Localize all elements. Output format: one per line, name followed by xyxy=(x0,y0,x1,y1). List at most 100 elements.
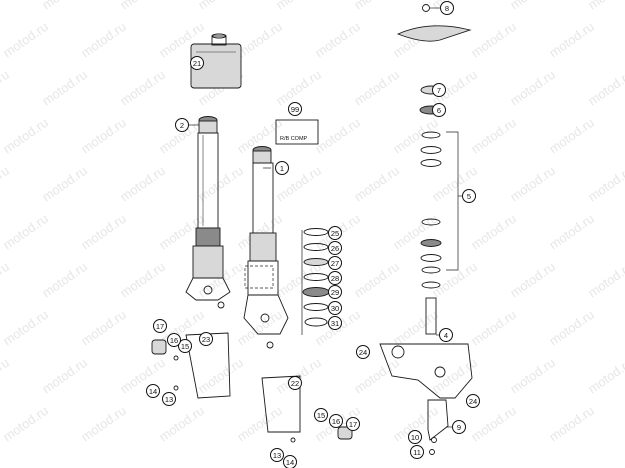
callout-number: 22 xyxy=(291,379,299,388)
watermark-text: motod.ru xyxy=(39,163,90,205)
watermark-text: motod.ru xyxy=(156,403,207,445)
callout-number: 24 xyxy=(359,348,367,357)
callout-99: 99 xyxy=(288,102,302,116)
callout-circle xyxy=(466,394,480,408)
watermark-text: motod.ru xyxy=(468,19,519,61)
watermark-text: motod.ru xyxy=(273,67,324,109)
callout-circle xyxy=(199,332,213,346)
watermark-text: motod.ru xyxy=(0,307,51,349)
callout-21: 21 xyxy=(190,56,204,70)
callout-4: 4 xyxy=(439,328,453,342)
watermark-text: motod.ru xyxy=(390,115,441,157)
watermark-text: motod.ru xyxy=(585,259,625,301)
callout-circle xyxy=(356,345,370,359)
callout-9: 9 xyxy=(452,420,466,434)
callout-circle xyxy=(328,285,342,299)
callout-circle xyxy=(408,430,422,444)
callout-circle xyxy=(190,56,204,70)
callout-circle xyxy=(283,455,297,468)
callout-number: 5 xyxy=(467,192,471,201)
callout-circle xyxy=(167,333,181,347)
callout-number: 30 xyxy=(331,304,339,313)
callout-circle xyxy=(288,102,302,116)
watermark-text: motod.ru xyxy=(429,259,480,301)
callout-24: 24 xyxy=(356,345,370,359)
callout-number: 14 xyxy=(286,458,294,467)
callout-15: 15 xyxy=(314,408,328,422)
watermark-text: motod.ru xyxy=(39,259,90,301)
watermark-text: motod.ru xyxy=(0,211,51,253)
callout-circle xyxy=(328,316,342,330)
watermark-text: motod.ru xyxy=(78,115,129,157)
callout-6: 6 xyxy=(432,103,446,117)
watermark-text: motod.ru xyxy=(195,355,246,397)
watermark-text: motod.ru xyxy=(312,19,363,61)
callout-circle xyxy=(410,445,424,459)
watermark-text: motod.ru xyxy=(351,67,402,109)
callout-circle xyxy=(329,414,343,428)
callout-circle xyxy=(153,319,167,333)
callout-27: 27 xyxy=(328,256,342,270)
callout-13: 13 xyxy=(162,392,176,406)
callout-1: 1 xyxy=(275,161,289,175)
callout-number: 99 xyxy=(291,105,299,114)
callout-circle xyxy=(328,271,342,285)
reservoir-part xyxy=(190,33,242,89)
watermark-text: motod.ru xyxy=(507,259,558,301)
watermark-text: motod.ru xyxy=(39,355,90,397)
watermark-text: motod.ru xyxy=(0,19,51,61)
callout-number: 11 xyxy=(413,448,421,457)
watermark-text: motod.ru xyxy=(546,307,597,349)
watermark-text: motod.ru xyxy=(429,0,480,12)
callout-23: 23 xyxy=(199,332,213,346)
callout-circle xyxy=(432,103,446,117)
callout-10: 10 xyxy=(408,430,422,444)
watermark-text: motod.ru xyxy=(78,211,129,253)
steering-head-stack xyxy=(419,85,459,335)
part-callouts: 1245678910111313141415151616171721222324… xyxy=(146,1,480,468)
callout-circle xyxy=(462,189,476,203)
watermark-text: motod.ru xyxy=(507,355,558,397)
callout-circle xyxy=(314,408,328,422)
callout-circle xyxy=(270,448,284,462)
watermark-text: motod.ru xyxy=(195,0,246,12)
brake-line-guide xyxy=(427,399,449,455)
watermark-text: motod.ru xyxy=(468,307,519,349)
callout-25: 25 xyxy=(328,226,342,240)
callout-circle xyxy=(328,301,342,315)
watermark-text: motod.ru xyxy=(546,403,597,445)
callout-number: 31 xyxy=(331,319,339,328)
callout-number: 23 xyxy=(202,335,210,344)
callout-circle xyxy=(346,417,360,431)
callout-number: 14 xyxy=(149,387,157,396)
watermark-text: motod.ru xyxy=(117,355,168,397)
callout-5: 5 xyxy=(462,189,476,203)
watermark-text: motod.ru xyxy=(117,67,168,109)
callout-number: 17 xyxy=(156,322,164,331)
callout-11: 11 xyxy=(410,445,424,459)
watermark-text: motod.ru xyxy=(0,115,51,157)
callout-16: 16 xyxy=(167,333,181,347)
watermark-text: motod.ru xyxy=(351,163,402,205)
watermark-text: motod.ru xyxy=(117,163,168,205)
fork-guard-left xyxy=(185,332,231,399)
callout-8: 8 xyxy=(440,1,454,15)
seal-stack xyxy=(301,228,330,335)
watermark-text: motod.ru xyxy=(468,115,519,157)
callout-number: 13 xyxy=(165,395,173,404)
watermark-text: motod.ru xyxy=(546,211,597,253)
callout-30: 30 xyxy=(328,301,342,315)
callout-16: 16 xyxy=(329,414,343,428)
watermark-text: motod.ru xyxy=(507,163,558,205)
watermark-text: motod.ru xyxy=(0,259,12,301)
adjuster-tag-label: R/B COMP xyxy=(280,136,308,142)
watermark-text: motod.ru xyxy=(468,211,519,253)
callout-14: 14 xyxy=(146,384,160,398)
callout-circle xyxy=(452,420,466,434)
watermark-text: motod.ru xyxy=(0,355,12,397)
adjuster-decal: R/B COMP xyxy=(275,119,319,145)
axle-hardware xyxy=(151,339,353,443)
watermark-text: motod.ru xyxy=(234,19,285,61)
callout-circle xyxy=(175,118,189,132)
